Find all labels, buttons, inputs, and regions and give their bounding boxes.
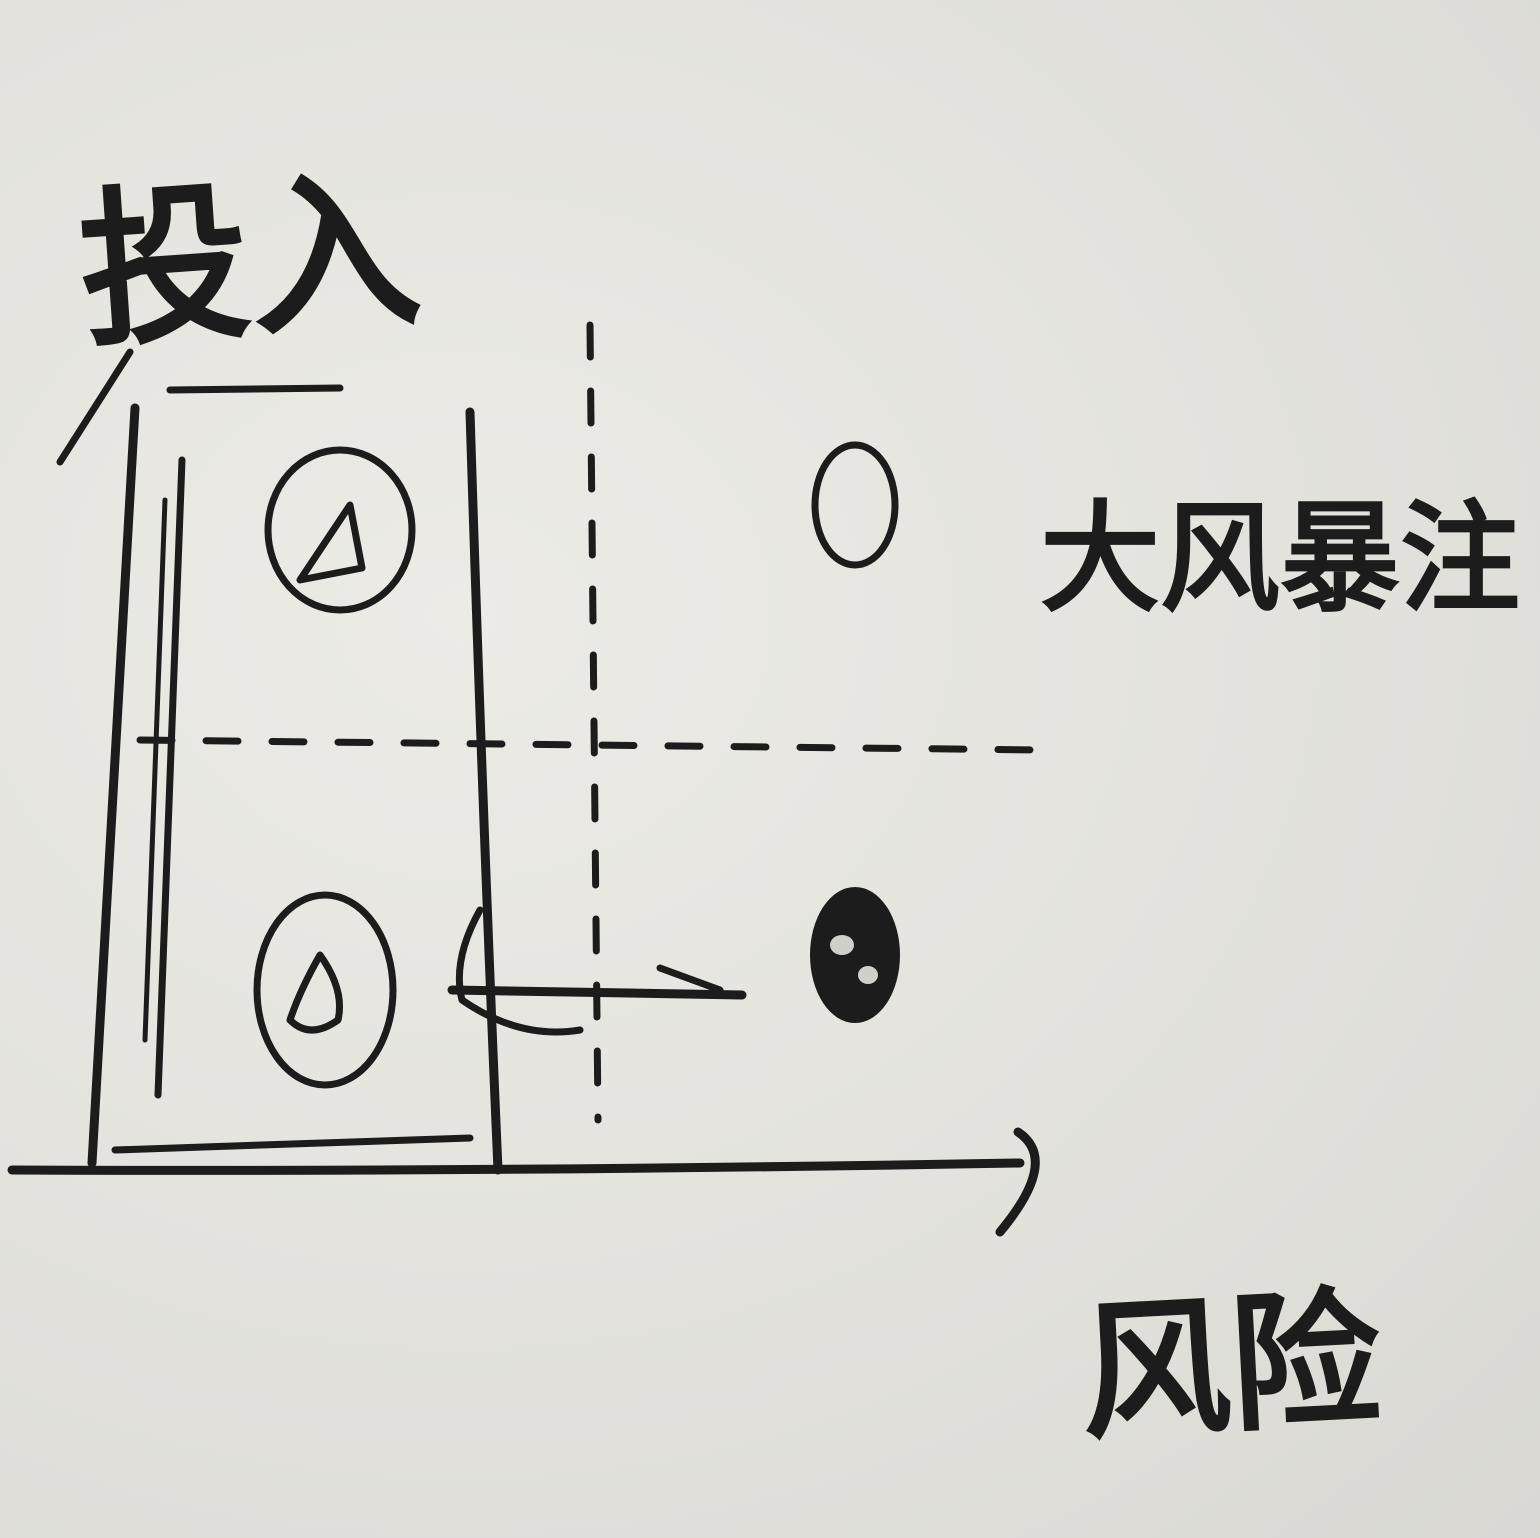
horizontal-axis bbox=[7, 1127, 1040, 1237]
label-axis-end: 风险 bbox=[1076, 1272, 1386, 1462]
right-arrow bbox=[447, 906, 747, 1036]
filled-circle-icon bbox=[810, 887, 900, 1023]
drop-circle-marker bbox=[253, 891, 397, 1089]
vertical-dashed-line bbox=[586, 321, 602, 1124]
label-leader-line bbox=[56, 348, 134, 466]
label-right-middle: 大风暴注 bbox=[1040, 490, 1520, 629]
investment-box bbox=[87, 384, 503, 1175]
hollow-circle-icon bbox=[811, 441, 899, 569]
triangle-circle-marker bbox=[264, 446, 416, 614]
horizontal-dashed-line bbox=[136, 736, 1044, 754]
triangle-icon bbox=[296, 501, 366, 584]
drop-icon bbox=[286, 951, 344, 1034]
label-top-left: 投入 bbox=[73, 152, 426, 373]
